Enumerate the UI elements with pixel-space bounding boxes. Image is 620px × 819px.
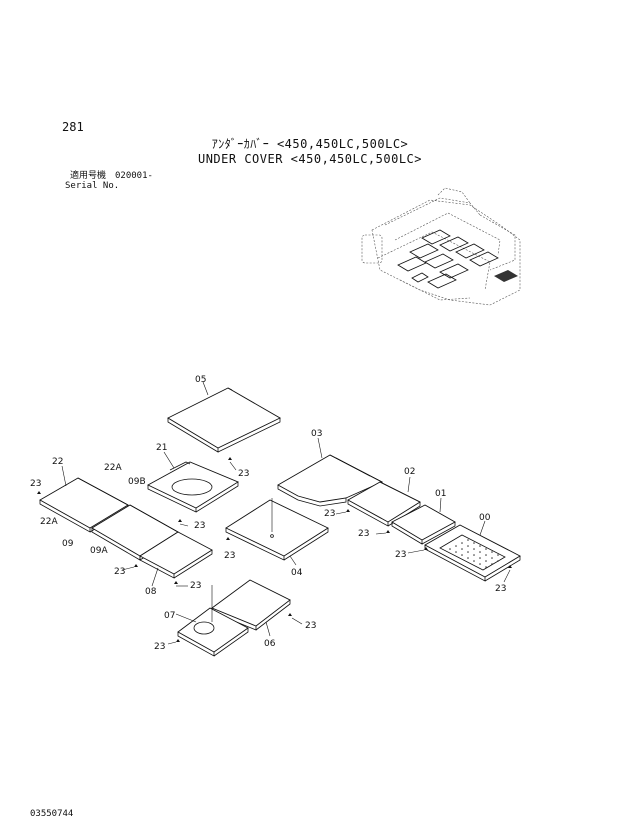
callout-22A-top: 22A bbox=[104, 463, 122, 473]
under-cover-03 bbox=[277, 437, 384, 507]
bolt-icon bbox=[228, 457, 232, 460]
under-cover-07 bbox=[175, 607, 249, 657]
bolt-icon bbox=[174, 581, 178, 584]
callout-01: 01 bbox=[435, 489, 446, 499]
callout-23: 23 bbox=[224, 551, 235, 561]
title-english: UNDER COVER <450,450LC,500LC> bbox=[197, 152, 422, 166]
callout-23: 23 bbox=[30, 479, 41, 489]
under-cover-21 bbox=[147, 451, 239, 513]
bolt-icon bbox=[176, 639, 180, 642]
callout-09B: 09B bbox=[128, 477, 146, 487]
callout-05: 05 bbox=[195, 375, 206, 385]
bolt-icon bbox=[37, 491, 41, 494]
callout-22: 22 bbox=[52, 457, 63, 467]
callout-22A-bottom: 22A bbox=[40, 517, 58, 527]
under-cover-04 bbox=[225, 499, 329, 566]
bolt-icon bbox=[424, 547, 428, 550]
bolt-icon bbox=[178, 519, 182, 522]
footer-document-code: 03550744 bbox=[30, 809, 74, 819]
callout-23: 23 bbox=[305, 621, 316, 631]
callout-08: 08 bbox=[145, 587, 157, 597]
serial-label-english: Serial No. bbox=[65, 181, 120, 191]
callout-23: 23 bbox=[358, 529, 369, 539]
callout-23: 23 bbox=[114, 567, 125, 577]
under-cover-01 bbox=[391, 497, 456, 545]
bolt-23-group bbox=[37, 457, 512, 645]
callout-23: 23 bbox=[190, 581, 201, 591]
callout-23: 23 bbox=[495, 584, 506, 594]
bolt-icon bbox=[226, 537, 230, 540]
callout-21: 21 bbox=[156, 443, 167, 453]
bolt-icon bbox=[386, 530, 390, 533]
page-number: 281 bbox=[62, 120, 84, 134]
callout-09: 09 bbox=[62, 539, 74, 549]
bolt-icon bbox=[346, 509, 350, 512]
callout-00: 00 bbox=[479, 513, 491, 523]
callout-07: 07 bbox=[164, 611, 175, 621]
callout-23: 23 bbox=[238, 469, 249, 479]
callout-23: 23 bbox=[154, 642, 165, 652]
callout-03: 03 bbox=[311, 429, 322, 439]
callout-04: 04 bbox=[291, 568, 303, 578]
under-cover-02 bbox=[347, 476, 421, 527]
perforation-pattern bbox=[449, 539, 499, 568]
callout-06: 06 bbox=[264, 639, 276, 649]
callout-23: 23 bbox=[395, 550, 406, 560]
callout-23: 23 bbox=[194, 521, 205, 531]
title-japanese: ｱﾝﾀﾞｰｶﾊﾞｰ <450,450LC,500LC> bbox=[211, 137, 409, 151]
under-cover-08 bbox=[139, 531, 213, 587]
bolt-icon bbox=[134, 564, 138, 567]
bolt-icon bbox=[508, 565, 512, 568]
bolt-icon bbox=[288, 613, 292, 616]
callout-labels: 05 21 23 03 02 01 00 22 22A 23 09B 22A 0… bbox=[30, 375, 506, 652]
callout-09A: 09A bbox=[90, 546, 108, 556]
machine-overview-illustration bbox=[361, 187, 521, 306]
under-cover-05 bbox=[167, 381, 281, 453]
under-cover-00 bbox=[424, 520, 521, 582]
serial-label-japanese: 適用号機 020001- bbox=[70, 171, 153, 181]
callout-23: 23 bbox=[324, 509, 335, 519]
callout-02: 02 bbox=[404, 467, 415, 477]
